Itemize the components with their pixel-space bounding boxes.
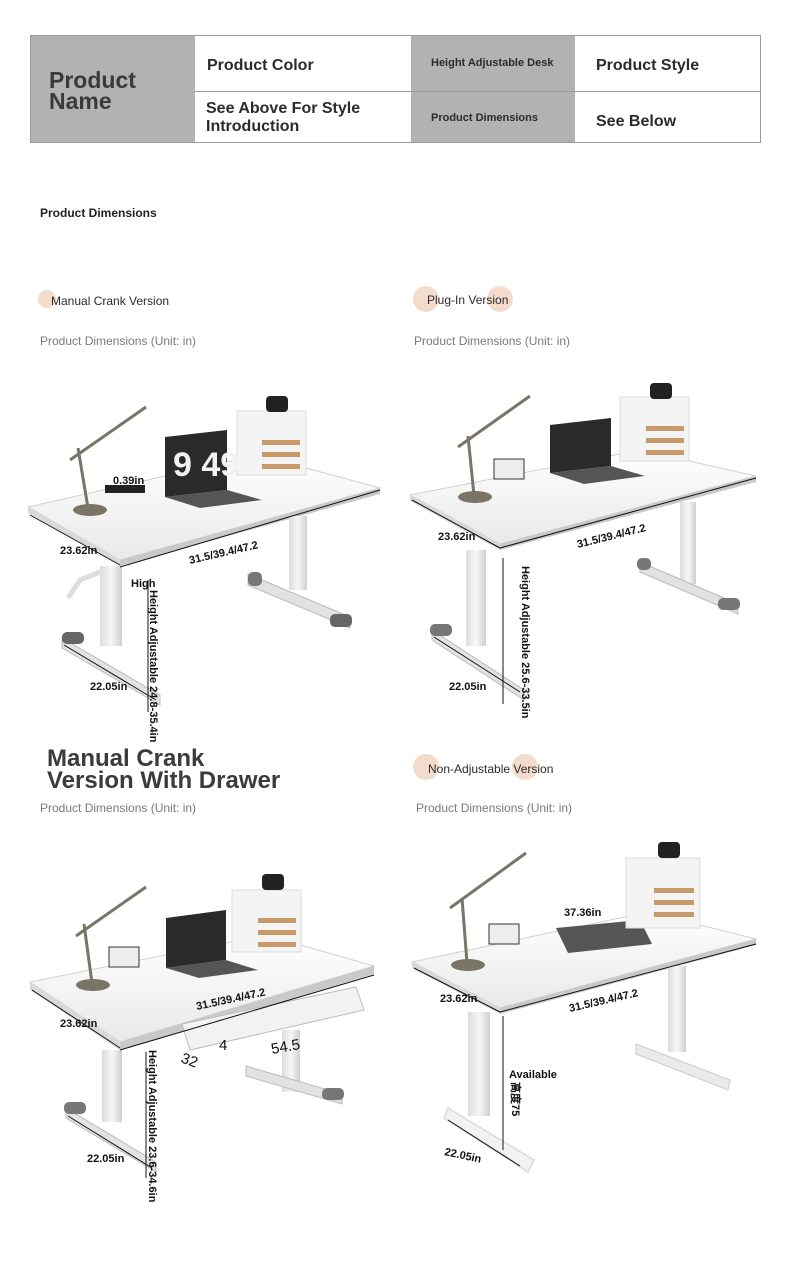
desk-drawer — [28, 874, 376, 1178]
desk-manual — [26, 396, 382, 712]
dim-depth: 23.62in — [60, 545, 98, 557]
height-adjustable-text: Height Adjustable Desk — [431, 57, 554, 69]
bullet-dot — [512, 754, 538, 780]
panel-unit-plugin: Product Dimensions (Unit: in) — [414, 334, 571, 348]
dim-foot: 22.05in — [449, 681, 487, 693]
dim-high: High — [131, 578, 156, 590]
dim-available: Available — [509, 1069, 557, 1081]
dim-depth: 23.62in — [440, 993, 478, 1005]
dim-drawer-height: 4 — [219, 1037, 227, 1054]
desk-plugin — [408, 383, 757, 704]
section-heading: Product Dimensions — [40, 206, 157, 220]
dim-foot: 22.05in — [87, 1153, 125, 1165]
product-name-label: Product Name — [49, 67, 136, 114]
dim-foot: 22.05in — [443, 1146, 482, 1166]
laptop-clock: 9 49 — [173, 446, 239, 484]
panel-label-fixed: Non-Adjustable Version — [428, 762, 554, 776]
see-below-text: See Below — [596, 113, 677, 130]
desk-fixed — [410, 842, 758, 1173]
product-color-cell: Product Color — [195, 36, 411, 92]
panel-label-plugin: Plug-In Version — [427, 293, 509, 307]
panel-unit-fixed: Product Dimensions (Unit: in) — [416, 801, 573, 815]
product-style-label: Product Style — [596, 57, 700, 74]
height-adjustable-cell: Height Adjustable Desk — [411, 36, 575, 92]
panel-unit-drawer: Product Dimensions (Unit: in) — [40, 801, 197, 815]
bullet-dot — [38, 290, 56, 308]
dim-height: 高度75 — [509, 1082, 523, 1116]
dim-drawer-depth: 32 — [179, 1050, 200, 1072]
style-intro-cell: See Above For Style Introduction — [195, 92, 411, 142]
dim-thickness: 0.39in — [113, 475, 144, 487]
product-name-cell: Product Name — [31, 36, 195, 142]
dim-drawer-width: 54.5 — [270, 1036, 302, 1058]
see-below-cell: See Below — [575, 92, 760, 142]
dim-laptop: 37.36in — [564, 907, 602, 919]
dim-height: Height Adjustable 25.6-33.5in — [519, 566, 531, 719]
panel-unit-manual: Product Dimensions (Unit: in) — [40, 334, 197, 348]
dim-height: Height Adjustable 23.6-34.6in — [146, 1050, 158, 1203]
bullet-dot — [487, 286, 513, 312]
product-dimensions-cell: Product Dimensions — [411, 92, 575, 142]
dim-foot: 22.05in — [90, 681, 128, 693]
dim-depth: 23.62in — [60, 1018, 98, 1030]
product-dimensions-text: Product Dimensions — [431, 112, 538, 124]
panel-label-manual: Manual Crank Version — [51, 294, 170, 308]
panel-label-drawer: Manual Crank Version With Drawer — [47, 745, 281, 794]
dim-depth: 23.62in — [438, 531, 476, 543]
style-intro-text: See Above For Style Introduction — [206, 100, 361, 135]
product-color-label: Product Color — [207, 57, 314, 74]
bullet-dot — [413, 754, 439, 780]
product-style-cell: Product Style — [575, 36, 760, 92]
bullet-dot — [413, 286, 439, 312]
spec-table: Product Name Product Color See Above For… — [30, 35, 761, 143]
dim-height: Height Adjustable 24.8-35.4in — [147, 590, 159, 743]
